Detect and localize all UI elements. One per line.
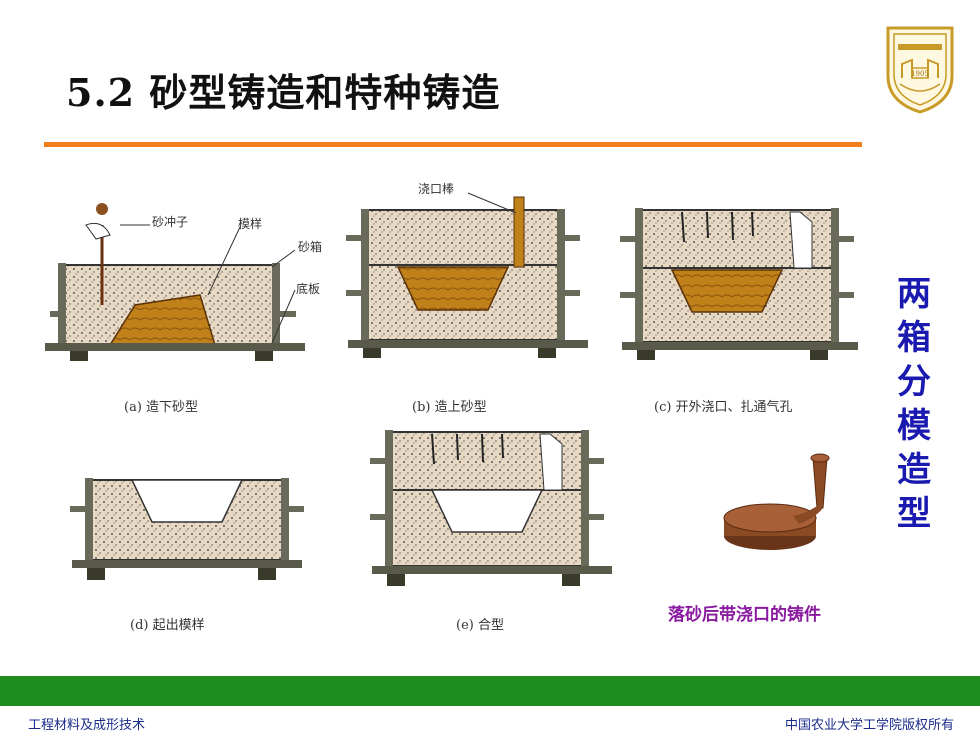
- casting-caption: 落砂后带浇口的铸件: [668, 605, 821, 625]
- side-title-char: 两: [897, 274, 931, 314]
- university-logo: 1905: [886, 26, 954, 114]
- panel-a-caption: (a) 造下砂型: [124, 400, 199, 415]
- label-rammer: 砂冲子: [152, 215, 189, 229]
- page-title: 5.2 砂型铸造和特种铸造: [66, 70, 501, 115]
- panel-a-diagram: [45, 203, 305, 361]
- panel-d-diagram: [70, 478, 304, 580]
- footer-copyright: 中国农业大学工学院版权所有: [784, 718, 954, 733]
- title-underline: [44, 142, 862, 147]
- side-title-char: 型: [897, 494, 931, 534]
- label-pattern: 模样: [238, 217, 263, 231]
- footer-band: [0, 676, 980, 706]
- panel-d-caption: (d) 起出模样: [130, 618, 205, 633]
- side-title-char: 造: [897, 450, 931, 490]
- side-title: 两 箱 分 模 造 型: [892, 272, 936, 536]
- panel-c-diagram: [620, 208, 858, 360]
- footer-course: 工程材料及成形技术: [28, 718, 146, 733]
- panel-c-caption: (c) 开外浇口、扎通气孔: [654, 400, 793, 415]
- label-flask: 砂箱: [298, 240, 323, 254]
- panel-b-caption: (b) 造上砂型: [412, 400, 487, 415]
- logo-year: 1905: [911, 70, 929, 78]
- side-title-char: 分: [897, 362, 931, 402]
- panel-e-diagram: [370, 430, 612, 586]
- panel-b-diagram: [346, 192, 588, 358]
- label-sprue-pin: 浇口棒: [418, 182, 455, 196]
- panel-e-caption: (e) 合型: [456, 618, 504, 633]
- side-title-char: 模: [897, 406, 931, 446]
- casting-illustration: [723, 453, 830, 550]
- side-title-char: 箱: [897, 318, 931, 358]
- label-board: 底板: [296, 282, 321, 296]
